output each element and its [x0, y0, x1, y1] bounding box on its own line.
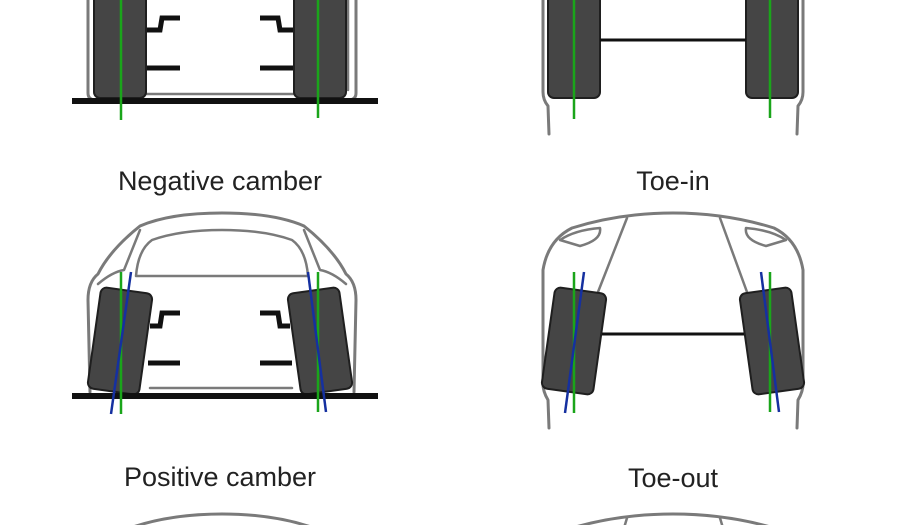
front-view-negative-camber — [72, 211, 378, 415]
right-tyre — [738, 286, 806, 396]
positive-camber-label: Positive camber — [124, 462, 316, 492]
car-pillar-lines — [596, 216, 749, 294]
left-upper-arm — [150, 310, 180, 329]
top-view-zero-toe — [541, 0, 805, 136]
right-upper-arm — [260, 15, 293, 33]
left-upper-arm — [147, 15, 180, 33]
right-upper-arm — [260, 310, 290, 329]
left-car-roof-outline — [134, 512, 310, 525]
toe-in-label: Toe-in — [636, 166, 710, 196]
right-tyre — [286, 286, 354, 396]
front-view-zero-camber — [72, 0, 378, 120]
right-wheel-axis-line — [306, 271, 328, 413]
right-car-roof-outline — [577, 512, 769, 525]
car-inner-body-line — [96, 228, 348, 286]
right-tyre — [745, 0, 799, 99]
left-wheel-axis-line — [563, 271, 586, 414]
car-window-outline — [134, 228, 310, 278]
car-body-outline — [86, 211, 358, 394]
car-body-outline — [541, 211, 805, 430]
car-body-outline — [541, 0, 805, 136]
right-tyre — [293, 0, 347, 99]
car-inner-outline — [558, 226, 788, 248]
top-view-toe-in — [540, 211, 806, 430]
right-car-pillar-lines — [623, 516, 724, 525]
toe-out-label: Toe-out — [628, 463, 719, 493]
right-wheel-axis-line — [759, 271, 781, 413]
left-wheel-axis-line — [109, 271, 133, 415]
next-diagram-tops — [134, 512, 769, 525]
negative-camber-label: Negative camber — [118, 166, 322, 196]
